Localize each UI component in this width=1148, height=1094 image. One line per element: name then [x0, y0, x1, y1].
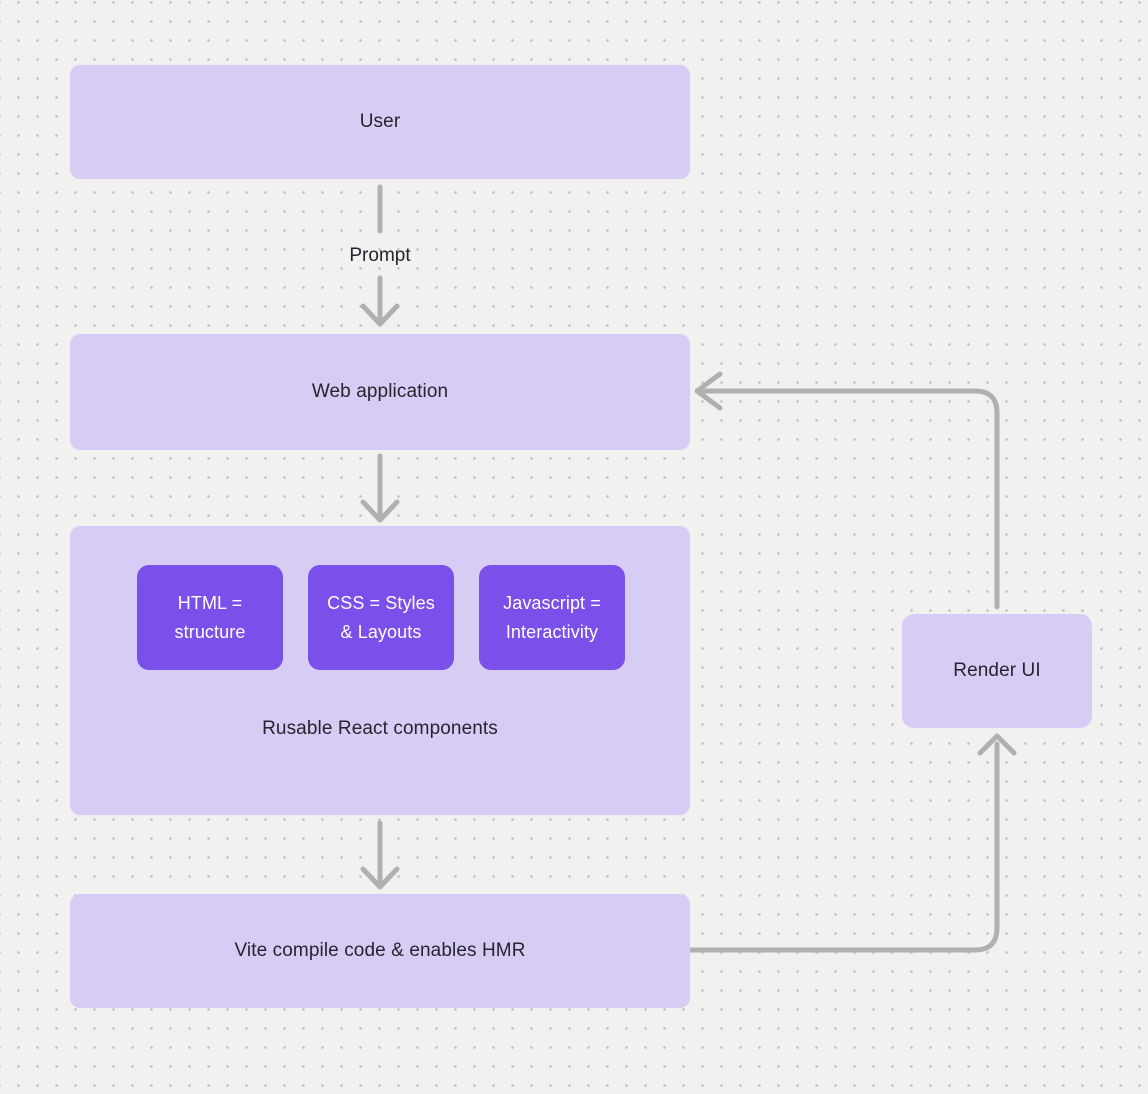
node-vite-label: Vite compile code & enables HMR	[234, 940, 526, 961]
arrow-left-icon	[694, 371, 723, 411]
arrow-up-icon	[977, 733, 1017, 756]
arrow-down-icon	[360, 866, 400, 890]
edge-label-prompt: Prompt	[349, 245, 411, 266]
node-user: User	[70, 65, 690, 179]
node-render-ui: Render UI	[902, 614, 1092, 728]
edge-renderui-to-webapp-line	[698, 388, 1000, 610]
component-chip-css: CSS = Styles & Layouts	[308, 565, 454, 670]
edge-vite-to-renderui	[687, 733, 1017, 953]
edge-webapp-to-components	[360, 453, 400, 523]
node-vite: Vite compile code & enables HMR	[70, 894, 690, 1008]
chip-css-line1: CSS = Styles	[327, 592, 435, 613]
component-chip-javascript: Javascript = Interactivity	[479, 565, 625, 670]
node-web-application-label: Web application	[311, 381, 449, 402]
node-render-ui-label: Render UI	[953, 660, 1041, 681]
node-web-application: Web application	[70, 334, 690, 450]
arrow-down-icon	[360, 303, 400, 327]
chip-js-line1: Javascript =	[503, 592, 601, 613]
edge-components-to-vite	[360, 820, 400, 890]
edge-vite-to-renderui-line	[687, 741, 1000, 953]
chip-js-line2: Interactivity	[505, 621, 599, 642]
chip-css-line2: & Layouts	[340, 621, 422, 642]
node-user-label: User	[359, 111, 401, 132]
edge-renderui-to-webapp	[694, 371, 1000, 610]
arrow-down-icon	[360, 499, 400, 523]
components-caption: Rusable React components	[262, 718, 498, 739]
chip-html-line2: structure	[174, 621, 246, 642]
chip-html-line1: HTML =	[177, 592, 243, 613]
node-components-group: HTML = structure CSS = Styles & Layouts …	[70, 526, 690, 815]
component-chip-html: HTML = structure	[137, 565, 283, 670]
